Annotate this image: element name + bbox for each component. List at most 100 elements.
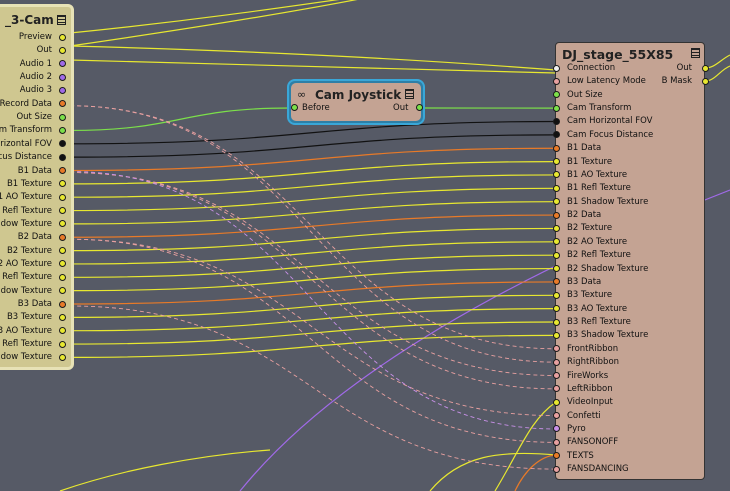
source-port-dot[interactable] — [59, 260, 66, 268]
dj-input-dot[interactable] — [553, 211, 560, 219]
dj-input-dot[interactable] — [553, 331, 560, 339]
dj-input-label: Confetti — [567, 410, 601, 421]
dj-input-dot[interactable] — [553, 184, 560, 192]
dj-input-dot[interactable] — [553, 345, 560, 353]
source-port-label: hadow Texture — [0, 218, 52, 229]
source-port-label: B1 Texture — [6, 178, 52, 189]
source-port-dot[interactable] — [59, 46, 66, 54]
wire-video-input — [494, 401, 557, 491]
dj-input-dot[interactable] — [553, 438, 560, 446]
dj-input-dot[interactable] — [553, 398, 560, 406]
wire-20 — [69, 281, 557, 305]
dj-input-dot[interactable] — [553, 131, 560, 139]
node-title: _3-Cam — [5, 13, 54, 27]
source-port-dot[interactable] — [59, 126, 66, 134]
source-port-dot[interactable] — [59, 167, 66, 174]
dj-input-label: B1 Refl Texture — [567, 183, 631, 194]
source-port-dot[interactable] — [59, 220, 66, 228]
dj-input-dot[interactable] — [553, 265, 560, 273]
dj-input-dot[interactable] — [553, 224, 560, 232]
wire-11 — [69, 160, 557, 185]
source-port-dot[interactable] — [59, 180, 66, 188]
dj-input-dot[interactable] — [553, 412, 560, 420]
source-port-label: B2 Texture — [6, 245, 52, 256]
dj-input-dot[interactable] — [553, 452, 560, 460]
dj-input-dot[interactable] — [553, 465, 560, 473]
dj-input-label: Pyro — [567, 423, 586, 434]
dj-input-label: LeftRibbon — [567, 383, 613, 394]
source-port-dot[interactable] — [59, 153, 66, 161]
wire-dashed-21 — [69, 105, 557, 350]
dj-input-dot[interactable] — [553, 104, 560, 112]
dj-input-dot[interactable] — [553, 77, 560, 85]
source-port-dot[interactable] — [59, 313, 66, 321]
dj-input-dot[interactable] — [553, 291, 560, 299]
source-port-dot[interactable] — [59, 327, 66, 335]
dj-input-dot[interactable] — [553, 158, 560, 166]
dj-input-label: Out Size — [567, 89, 603, 100]
source-port-label: Out Size — [16, 112, 52, 123]
menu-icon[interactable] — [57, 15, 66, 25]
dj-input-dot[interactable] — [553, 171, 560, 179]
dj-input-dot[interactable] — [553, 385, 560, 393]
source-port-dot[interactable] — [59, 207, 66, 215]
dj-input-label: FrontRibbon — [567, 343, 619, 354]
dj-output-dot[interactable] — [702, 64, 709, 72]
source-port-dot[interactable] — [59, 233, 66, 241]
wire-19 — [69, 267, 557, 292]
source-port-dot[interactable] — [59, 340, 66, 348]
dj-input-dot[interactable] — [553, 425, 560, 433]
dj-input-dot[interactable] — [553, 64, 560, 72]
source-port-dot[interactable] — [59, 193, 66, 201]
source-port-dot[interactable] — [59, 86, 66, 94]
wire-dashed-23 — [69, 172, 557, 376]
source-port-dot[interactable] — [59, 140, 66, 148]
wire-21 — [69, 294, 557, 318]
source-port-dot[interactable] — [59, 100, 66, 108]
menu-icon[interactable] — [405, 89, 414, 99]
source-port-label: B2 Refl Texture — [0, 272, 52, 283]
dj-input-dot[interactable] — [553, 305, 560, 313]
source-port-label: B3 Texture — [6, 312, 52, 323]
source-port-dot[interactable] — [59, 273, 66, 281]
dj-input-dot[interactable] — [553, 144, 560, 152]
source-port-dot[interactable] — [59, 300, 66, 308]
source-port-dot[interactable] — [59, 73, 66, 81]
out-port[interactable] — [416, 104, 423, 111]
source-port-label: hadow Texture — [0, 352, 52, 363]
dj-input-dot[interactable] — [553, 372, 560, 379]
dj-input-dot[interactable] — [553, 278, 560, 286]
source-port-dot[interactable] — [59, 60, 66, 68]
before-port[interactable] — [291, 104, 298, 111]
dj-input-label: B2 Refl Texture — [567, 250, 631, 261]
node-cam-joystick[interactable]: ∞ Cam Joystick Before Out — [287, 79, 425, 125]
source-port-dot[interactable] — [59, 113, 66, 121]
dj-input-label: Cam Transform — [567, 103, 632, 114]
source-port-dot[interactable] — [59, 247, 66, 255]
dj-input-dot[interactable] — [553, 358, 560, 366]
dj-input-label: VideoInput — [567, 397, 613, 408]
source-port-label: B3 AO Texture — [0, 325, 52, 336]
dj-input-dot[interactable] — [553, 91, 560, 99]
dj-input-dot[interactable] — [553, 198, 560, 206]
menu-icon[interactable] — [691, 48, 700, 58]
dj-input-label: B3 AO Texture — [567, 303, 628, 314]
dj-output-dot[interactable] — [702, 77, 709, 85]
source-port-dot[interactable] — [59, 353, 66, 361]
dj-input-dot[interactable] — [553, 117, 560, 125]
dj-input-dot[interactable] — [553, 251, 560, 259]
dj-input-label: FireWorks — [567, 370, 609, 381]
wire-audio — [69, 59, 557, 74]
dj-input-dot[interactable] — [553, 238, 560, 246]
joystick-body: ∞ Cam Joystick Before Out — [291, 83, 423, 121]
source-port-dot[interactable] — [59, 287, 66, 295]
source-port-label: B1 Data — [17, 165, 52, 176]
dj-input-dot[interactable] — [553, 318, 560, 326]
source-port-dot[interactable] — [59, 33, 66, 41]
wire-dj-out — [704, 54, 730, 69]
dj-input-label: Cam Horizontal FOV — [567, 116, 653, 127]
wire-22 — [69, 308, 557, 332]
dj-input-label: B2 Texture — [567, 223, 613, 234]
